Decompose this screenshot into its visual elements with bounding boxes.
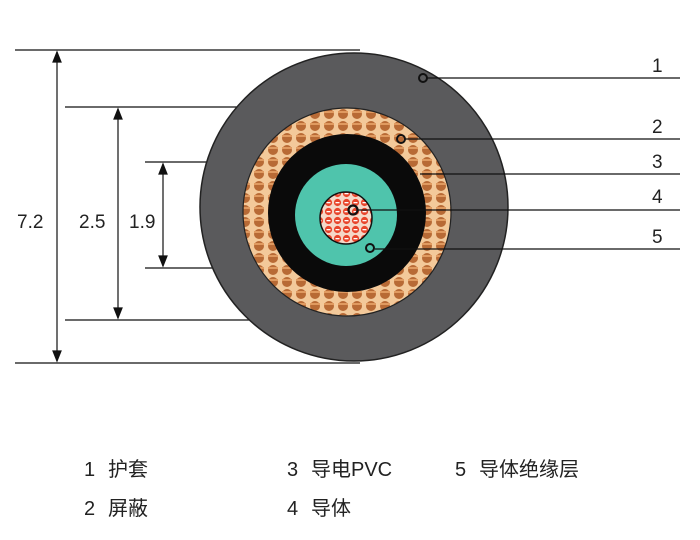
callout-2: 2 xyxy=(652,117,663,138)
legend-num: 1 xyxy=(84,459,96,481)
callout-1: 1 xyxy=(652,56,663,77)
callout-3: 3 xyxy=(652,152,663,173)
callout-leaders xyxy=(347,73,680,253)
legend-num: 2 xyxy=(84,498,96,520)
legend-num: 3 xyxy=(287,459,299,481)
legend-label: 导体 xyxy=(311,498,351,520)
dimension-shield-label: 2.5 xyxy=(79,212,105,233)
dimension-lines xyxy=(15,49,360,364)
legend-label: 护套 xyxy=(108,459,148,481)
legend-label: 屏蔽 xyxy=(108,498,148,520)
legend-num: 4 xyxy=(287,498,299,520)
dimension-arrows xyxy=(52,50,168,363)
legend-label: 导电PVC xyxy=(311,459,393,481)
legend-label: 导体绝缘层 xyxy=(479,459,579,481)
legend-item-3: 3 导电PVC xyxy=(287,453,392,482)
dimension-insulation-label: 1.9 xyxy=(129,212,155,233)
legend-item-5: 5 导体绝缘层 xyxy=(455,453,579,482)
callout-4: 4 xyxy=(652,187,663,208)
legend-item-1: 1 护套 xyxy=(84,453,148,482)
dimension-outer-label: 7.2 xyxy=(17,212,43,233)
legend-item-4: 4 导体 xyxy=(287,492,351,521)
legend-num: 5 xyxy=(455,459,467,481)
callout-5: 5 xyxy=(652,227,663,248)
conductor xyxy=(319,191,373,245)
legend-item-2: 2 屏蔽 xyxy=(84,492,148,521)
